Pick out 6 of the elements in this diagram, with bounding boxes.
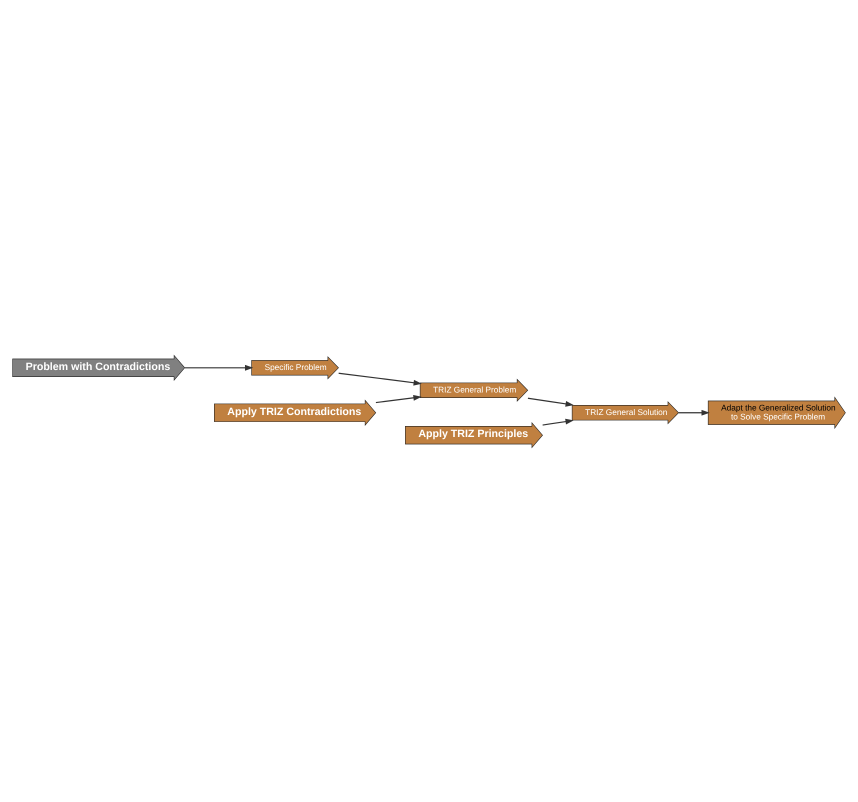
arrow <box>528 397 574 406</box>
arrow <box>184 364 254 370</box>
arrow <box>376 394 422 403</box>
arrow <box>542 418 574 426</box>
arrow <box>678 409 710 416</box>
arrow <box>338 372 422 386</box>
